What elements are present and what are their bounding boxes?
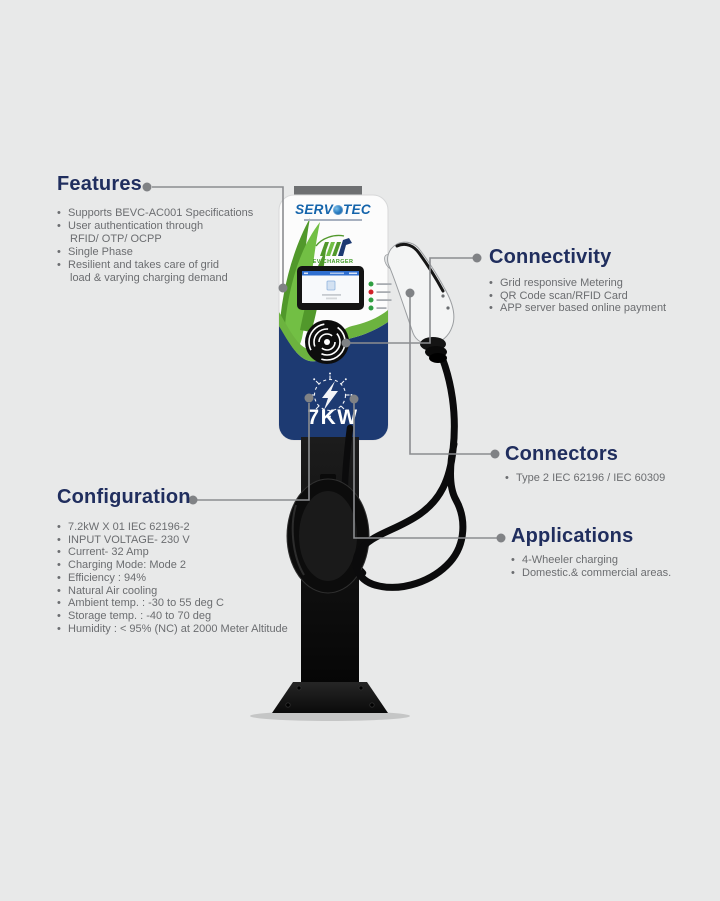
connectivity-item: QR Code scan/RFID Card [489, 290, 704, 303]
brand-tagline-bar [304, 219, 362, 221]
configuration-title: Configuration [57, 486, 191, 508]
applications-section: Applications 4-Wheeler charging Domestic… [511, 526, 711, 579]
globe-icon [333, 205, 344, 215]
brand-text-right: TEC [343, 202, 371, 217]
feature-item: Single Phase [57, 246, 262, 259]
connectivity-item: Grid responsive Metering [489, 277, 704, 290]
connectivity-section: Connectivity Grid responsive Metering QR… [489, 247, 704, 315]
screw-hole [358, 685, 364, 691]
power-rating: 7KW [307, 406, 359, 429]
feature-item: User authentication through [57, 220, 262, 233]
screw-hole [369, 702, 375, 708]
screw-hole [285, 702, 291, 708]
feature-item-continued: load & varying charging demand [70, 272, 228, 284]
ev-charger-logo-label: EV CHARGER [312, 259, 354, 265]
configuration-item: Storage temp. : -40 to 70 deg [57, 610, 342, 623]
configuration-item: Ambient temp. : -30 to 55 deg C [57, 597, 342, 610]
indicator-led [368, 289, 374, 295]
indicator-led [368, 305, 374, 311]
indicator-led [368, 297, 374, 303]
brand-text-left: SERV [295, 202, 334, 217]
connectors-title: Connectors [505, 443, 619, 465]
ev-charger-logo-icon [315, 234, 352, 256]
configuration-item: Charging Mode: Mode 2 [57, 559, 342, 572]
configuration-item: Natural Air cooling [57, 585, 342, 598]
features-title: Features [57, 173, 142, 195]
rfid-reader [305, 320, 349, 364]
configuration-item: INPUT VOLTAGE- 230 V [57, 534, 342, 547]
applications-item: Domestic.& commercial areas. [511, 567, 711, 580]
feature-item: Supports BEVC-AC001 Specifications [57, 207, 262, 220]
configuration-item: Efficiency : 94% [57, 572, 342, 585]
connectivity-item: APP server based online payment [489, 302, 704, 315]
screen-app-icon [326, 280, 336, 291]
configuration-item: 7.2kW X 01 IEC 62196-2 [57, 521, 342, 534]
applications-title: Applications [511, 525, 634, 547]
configuration-item: Current- 32 Amp [57, 546, 342, 559]
feature-item: Resilient and takes care of grid [57, 259, 262, 272]
configuration-item: Humidity : < 95% (NC) at 2000 Meter Alti… [57, 623, 342, 636]
configuration-section: Configuration 7.2kW X 01 IEC 62196-2 INP… [57, 487, 342, 635]
connectors-section: Connectors Type 2 IEC 62196 / IEC 60309 [505, 444, 720, 485]
base-plate [250, 682, 410, 721]
lightning-bolt-icon [322, 381, 338, 410]
connectors-item: Type 2 IEC 62196 / IEC 60309 [505, 472, 720, 485]
feature-item-continued: RFID/ OTP/ OCPP [70, 233, 162, 245]
charging-gun [384, 241, 455, 363]
features-section: Features Supports BEVC-AC001 Specificati… [57, 174, 262, 285]
connectivity-title: Connectivity [489, 246, 612, 268]
applications-item: 4-Wheeler charging [511, 554, 711, 567]
brand-logo: SERV TEC [287, 203, 379, 221]
screw-hole [296, 685, 302, 691]
indicator-led [368, 281, 374, 287]
display-screen [297, 266, 364, 310]
circuit-icon [307, 372, 353, 418]
